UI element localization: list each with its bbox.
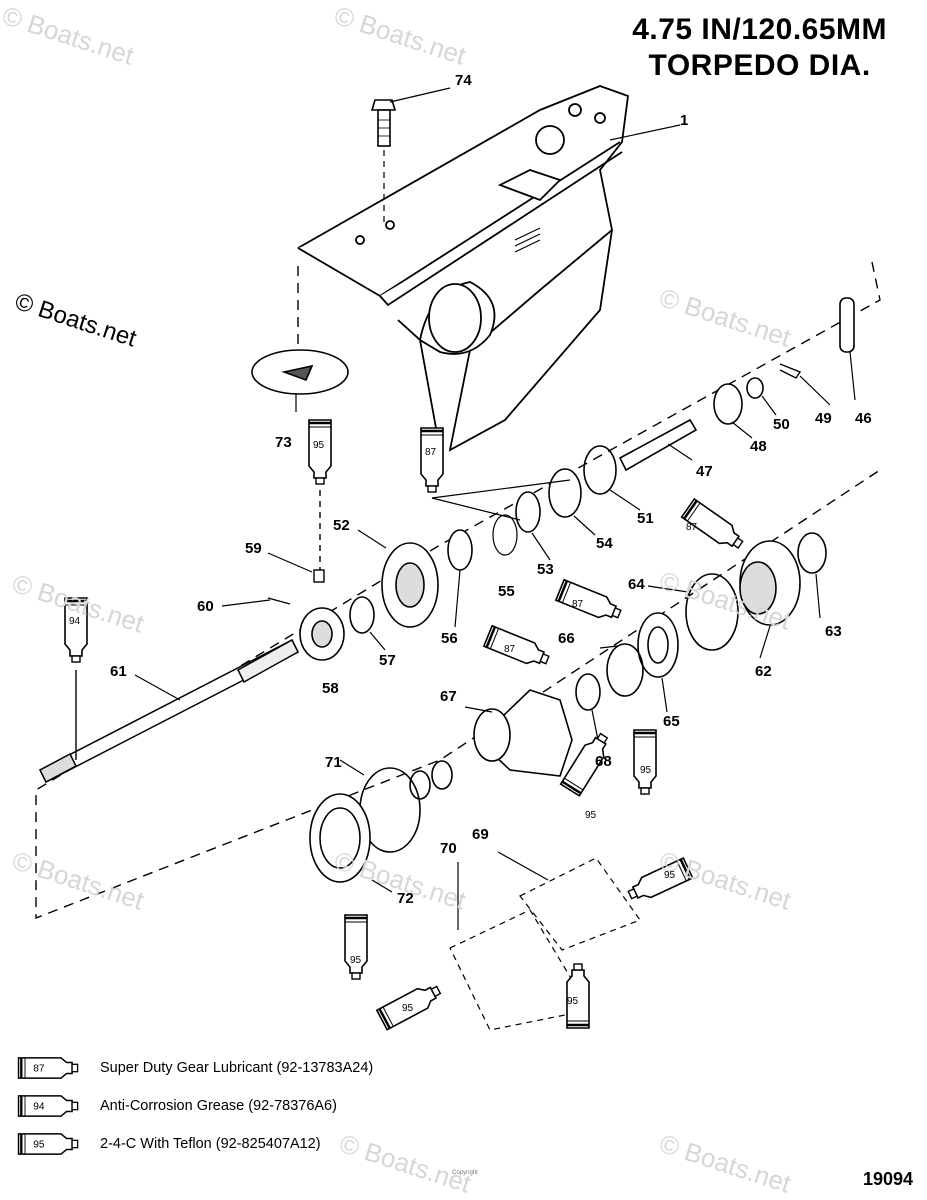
tube-label-95: 95 xyxy=(640,765,652,776)
legend-row-94: 94 Anti-Corrosion Grease (92-78376A6) xyxy=(14,1088,373,1124)
bearing-72 xyxy=(309,793,371,883)
callout-67: 67 xyxy=(440,688,457,705)
ring-66 xyxy=(606,643,644,697)
callout-53: 53 xyxy=(537,561,554,578)
callout-70: 70 xyxy=(440,840,457,857)
assembly-outline xyxy=(35,261,881,920)
callout-73: 73 xyxy=(275,434,292,451)
legend-row-95: 95 2-4-C With Teflon (92-825407A12) xyxy=(14,1126,373,1162)
callout-59: 59 xyxy=(245,540,262,557)
callout-64: 64 xyxy=(628,576,645,593)
pin-50 xyxy=(746,377,764,399)
bearing-48 xyxy=(713,383,743,425)
forward-gear-52 xyxy=(381,542,439,628)
callout-68: 68 xyxy=(595,753,612,770)
callout-65: 65 xyxy=(663,713,680,730)
copyright-note: Copyright xyxy=(452,1170,478,1176)
tube-icon: 87 xyxy=(17,1056,79,1080)
callout-57: 57 xyxy=(379,652,396,669)
callout-58: 58 xyxy=(322,680,339,697)
tube-label-87: 87 xyxy=(504,644,516,655)
ring-55 xyxy=(492,514,518,556)
shim-64 xyxy=(685,573,739,651)
gear-housing xyxy=(297,85,629,452)
tube-label-87: 87 xyxy=(572,599,584,610)
small-parts xyxy=(75,490,325,760)
propeller-shaft-61 xyxy=(38,638,300,784)
tube-label-95: 95 xyxy=(567,996,579,1007)
leader-lines xyxy=(134,87,856,930)
callout-66: 66 xyxy=(558,630,575,647)
callout-1: 1 xyxy=(680,112,689,129)
tube-label-95: 95 xyxy=(350,955,362,966)
ball-bearing-65 xyxy=(637,612,679,678)
race-54 xyxy=(548,468,582,518)
seal-detail-box xyxy=(449,857,641,1031)
callout-72: 72 xyxy=(397,890,414,907)
title-line-1: 4.75 IN/120.65MM xyxy=(632,13,887,46)
legend-code: 95 xyxy=(33,1140,45,1151)
bearing-56 xyxy=(447,529,473,571)
callout-74: 74 xyxy=(455,72,472,89)
legend-text: Anti-Corrosion Grease (92-78376A6) xyxy=(100,1098,337,1114)
clip-49 xyxy=(779,363,802,379)
tube-label-87: 87 xyxy=(425,447,437,458)
torpedo-diameter-title: 4.75 IN/120.65MM TORPEDO DIA. xyxy=(632,12,887,84)
tube-label-95: 95 xyxy=(664,870,676,881)
tube-label-87: 87 xyxy=(686,522,698,533)
callout-50: 50 xyxy=(773,416,790,433)
callout-48: 48 xyxy=(750,438,767,455)
callout-52: 52 xyxy=(333,517,350,534)
tube-label-95: 95 xyxy=(402,1003,414,1014)
legend-code: 87 xyxy=(33,1064,45,1075)
tube-label-95: 95 xyxy=(313,440,325,451)
bearing-carrier-67 xyxy=(473,689,573,777)
seals-70 xyxy=(409,760,453,800)
bolt-74 xyxy=(370,99,397,147)
legend-text: Super Duty Gear Lubricant (92-13783A24) xyxy=(100,1060,374,1076)
bearing-53 xyxy=(515,491,541,533)
callout-55: 55 xyxy=(498,583,515,600)
callout-62: 62 xyxy=(755,663,772,680)
bracket-46 xyxy=(839,297,855,353)
cam-47 xyxy=(618,418,698,472)
tube-icon: 95 xyxy=(17,1132,79,1156)
clutch-58 xyxy=(299,607,345,661)
callout-46: 46 xyxy=(855,410,872,427)
legend-row-87: 87 Super Duty Gear Lubricant (92-13783A2… xyxy=(14,1050,373,1086)
callout-47: 47 xyxy=(696,463,713,480)
figure-number: 19094 xyxy=(862,1169,913,1189)
needle-bearing-68 xyxy=(575,673,601,711)
callout-63: 63 xyxy=(825,623,842,640)
callout-60: 60 xyxy=(197,598,214,615)
tube-label-94: 94 xyxy=(69,616,81,627)
callout-71: 71 xyxy=(325,754,342,771)
reverse-gear-62 xyxy=(739,540,801,626)
anode-73 xyxy=(251,349,349,395)
title-line-2: TORPEDO DIA. xyxy=(648,49,871,82)
shim-51 xyxy=(583,445,617,495)
callout-54: 54 xyxy=(596,535,613,552)
seal-63 xyxy=(797,532,827,574)
callout-61: 61 xyxy=(110,663,127,680)
callout-51: 51 xyxy=(637,510,654,527)
ring-57 xyxy=(349,596,375,634)
legend-text: 2-4-C With Teflon (92-825407A12) xyxy=(100,1136,321,1152)
legend-code: 94 xyxy=(33,1102,45,1113)
tube-label-95: 95 xyxy=(585,810,597,821)
tube-icon: 94 xyxy=(17,1094,79,1118)
lubricant-legend: 87 Super Duty Gear Lubricant (92-13783A2… xyxy=(14,1050,373,1164)
callout-49: 49 xyxy=(815,410,832,427)
callout-69: 69 xyxy=(472,826,489,843)
callout-56: 56 xyxy=(441,630,458,647)
